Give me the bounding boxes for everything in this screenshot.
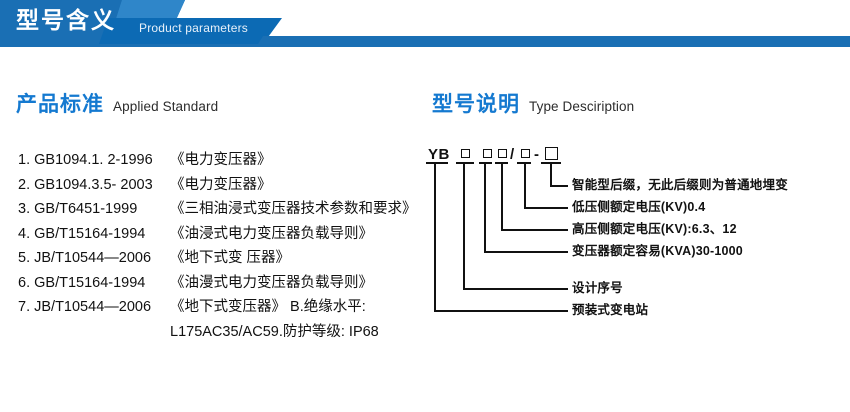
standards-list: 1. GB1094.1. 2-1996 《电力变压器》 2. GB1094.3.…	[18, 148, 438, 344]
list-item: 1. GB1094.1. 2-1996 《电力变压器》	[18, 148, 438, 173]
leader-serial-v	[463, 162, 465, 288]
anno-capacity: 变压器额定容易(KVA)30-1000	[572, 244, 743, 258]
standard-name: 《油浸式电力变压器负载导则》	[170, 225, 373, 242]
standard-code: 2. GB1094.3.5- 2003	[18, 176, 153, 193]
type-code-box-5	[545, 147, 558, 160]
standard-code: 7. JB/T10544—2006	[18, 299, 152, 315]
anno-station: 预装式变电站	[572, 303, 649, 317]
type-description-title-cn: 型号说明	[432, 93, 520, 116]
leader-lv-h	[524, 207, 568, 209]
list-item: 7. JB/T10544—2006 《地下式变压器》 B.绝缘水平:	[18, 295, 438, 320]
type-code-prefix: YB	[428, 146, 450, 163]
leader-suffix-v	[550, 162, 552, 185]
leader-station-h	[434, 310, 568, 312]
standard-code: 3. GB/T6451-1999	[18, 201, 138, 217]
type-code-dash: -	[534, 146, 539, 163]
anno-lv: 低压侧额定电压(KV)0.4	[572, 200, 706, 214]
standard-code: 6. GB/T15164-1994	[18, 274, 146, 291]
leader-hv-v	[501, 162, 503, 229]
page-banner: 型号含义 Product parameters	[0, 0, 850, 47]
standard-name: 《电力变压器》	[170, 176, 272, 193]
type-code-box-4	[521, 149, 530, 158]
type-code-box-3	[498, 149, 507, 158]
leader-hv-h	[501, 229, 568, 231]
anno-hv: 高压侧额定电压(KV):6.3、12	[572, 222, 737, 236]
type-code-box-2	[483, 149, 492, 158]
leader-suffix-h	[550, 185, 568, 187]
list-item: 3. GB/T6451-1999 《三相油浸式变压器技术参数和要求》	[18, 197, 438, 222]
standard-name: 《地下式变 压器》	[170, 250, 291, 266]
standard-code: 5. JB/T10544—2006	[18, 250, 152, 266]
standard-name: 《三相油浸式变压器技术参数和要求》	[170, 201, 417, 217]
banner-baseline	[0, 44, 850, 47]
type-description-heading: 型号说明 Type Desciription	[432, 88, 634, 118]
banner-title-en: Product parameters	[139, 21, 248, 35]
list-item: 5. JB/T10544—2006 《地下式变 压器》	[18, 246, 438, 271]
anno-serial: 设计序号	[572, 281, 623, 295]
applied-standard-title-en: Applied Standard	[113, 99, 219, 114]
type-code-diagram: YB / - 智能型后缀，无此后缀则为普通地埋变 低压侧额定电压(KV)0.4 …	[420, 140, 850, 350]
standard-name-continuation: L175AC35/AC59.防护等级: IP68	[170, 323, 379, 340]
banner-shape	[0, 0, 850, 44]
anno-suffix: 智能型后缀，无此后缀则为普通地埋变	[572, 178, 788, 192]
standard-name: 《地下式变压器》 B.绝缘水平:	[170, 299, 366, 315]
list-item: 4. GB/T15164-1994 《油浸式电力变压器负载导则》	[18, 222, 438, 247]
list-item: 2. GB1094.3.5- 2003 《电力变压器》	[18, 173, 438, 198]
code-underline-2	[456, 162, 474, 164]
leader-station-v	[434, 162, 436, 310]
list-item: 6. GB/T15164-1994 《油漫式电力变压器负载导则》	[18, 271, 438, 296]
standard-code: 4. GB/T15164-1994	[18, 225, 146, 242]
leader-capacity-h	[484, 251, 568, 253]
applied-standard-heading: 产品标准 Applied Standard	[16, 88, 218, 118]
standard-name: 《电力变压器》	[170, 152, 272, 168]
type-code-slash: /	[510, 146, 515, 163]
standard-name: 《油漫式电力变压器负载导则》	[170, 274, 373, 291]
banner-title-cn: 型号含义	[16, 7, 116, 33]
leader-lv-v	[524, 162, 526, 207]
type-description-title-en: Type Desciription	[529, 99, 635, 114]
code-underline-1	[426, 162, 448, 164]
type-code-box-1	[461, 149, 470, 158]
applied-standard-title-cn: 产品标准	[16, 93, 104, 116]
leader-capacity-v	[484, 162, 486, 251]
standard-code: 1. GB1094.1. 2-1996	[18, 152, 153, 168]
leader-serial-h	[463, 288, 568, 290]
